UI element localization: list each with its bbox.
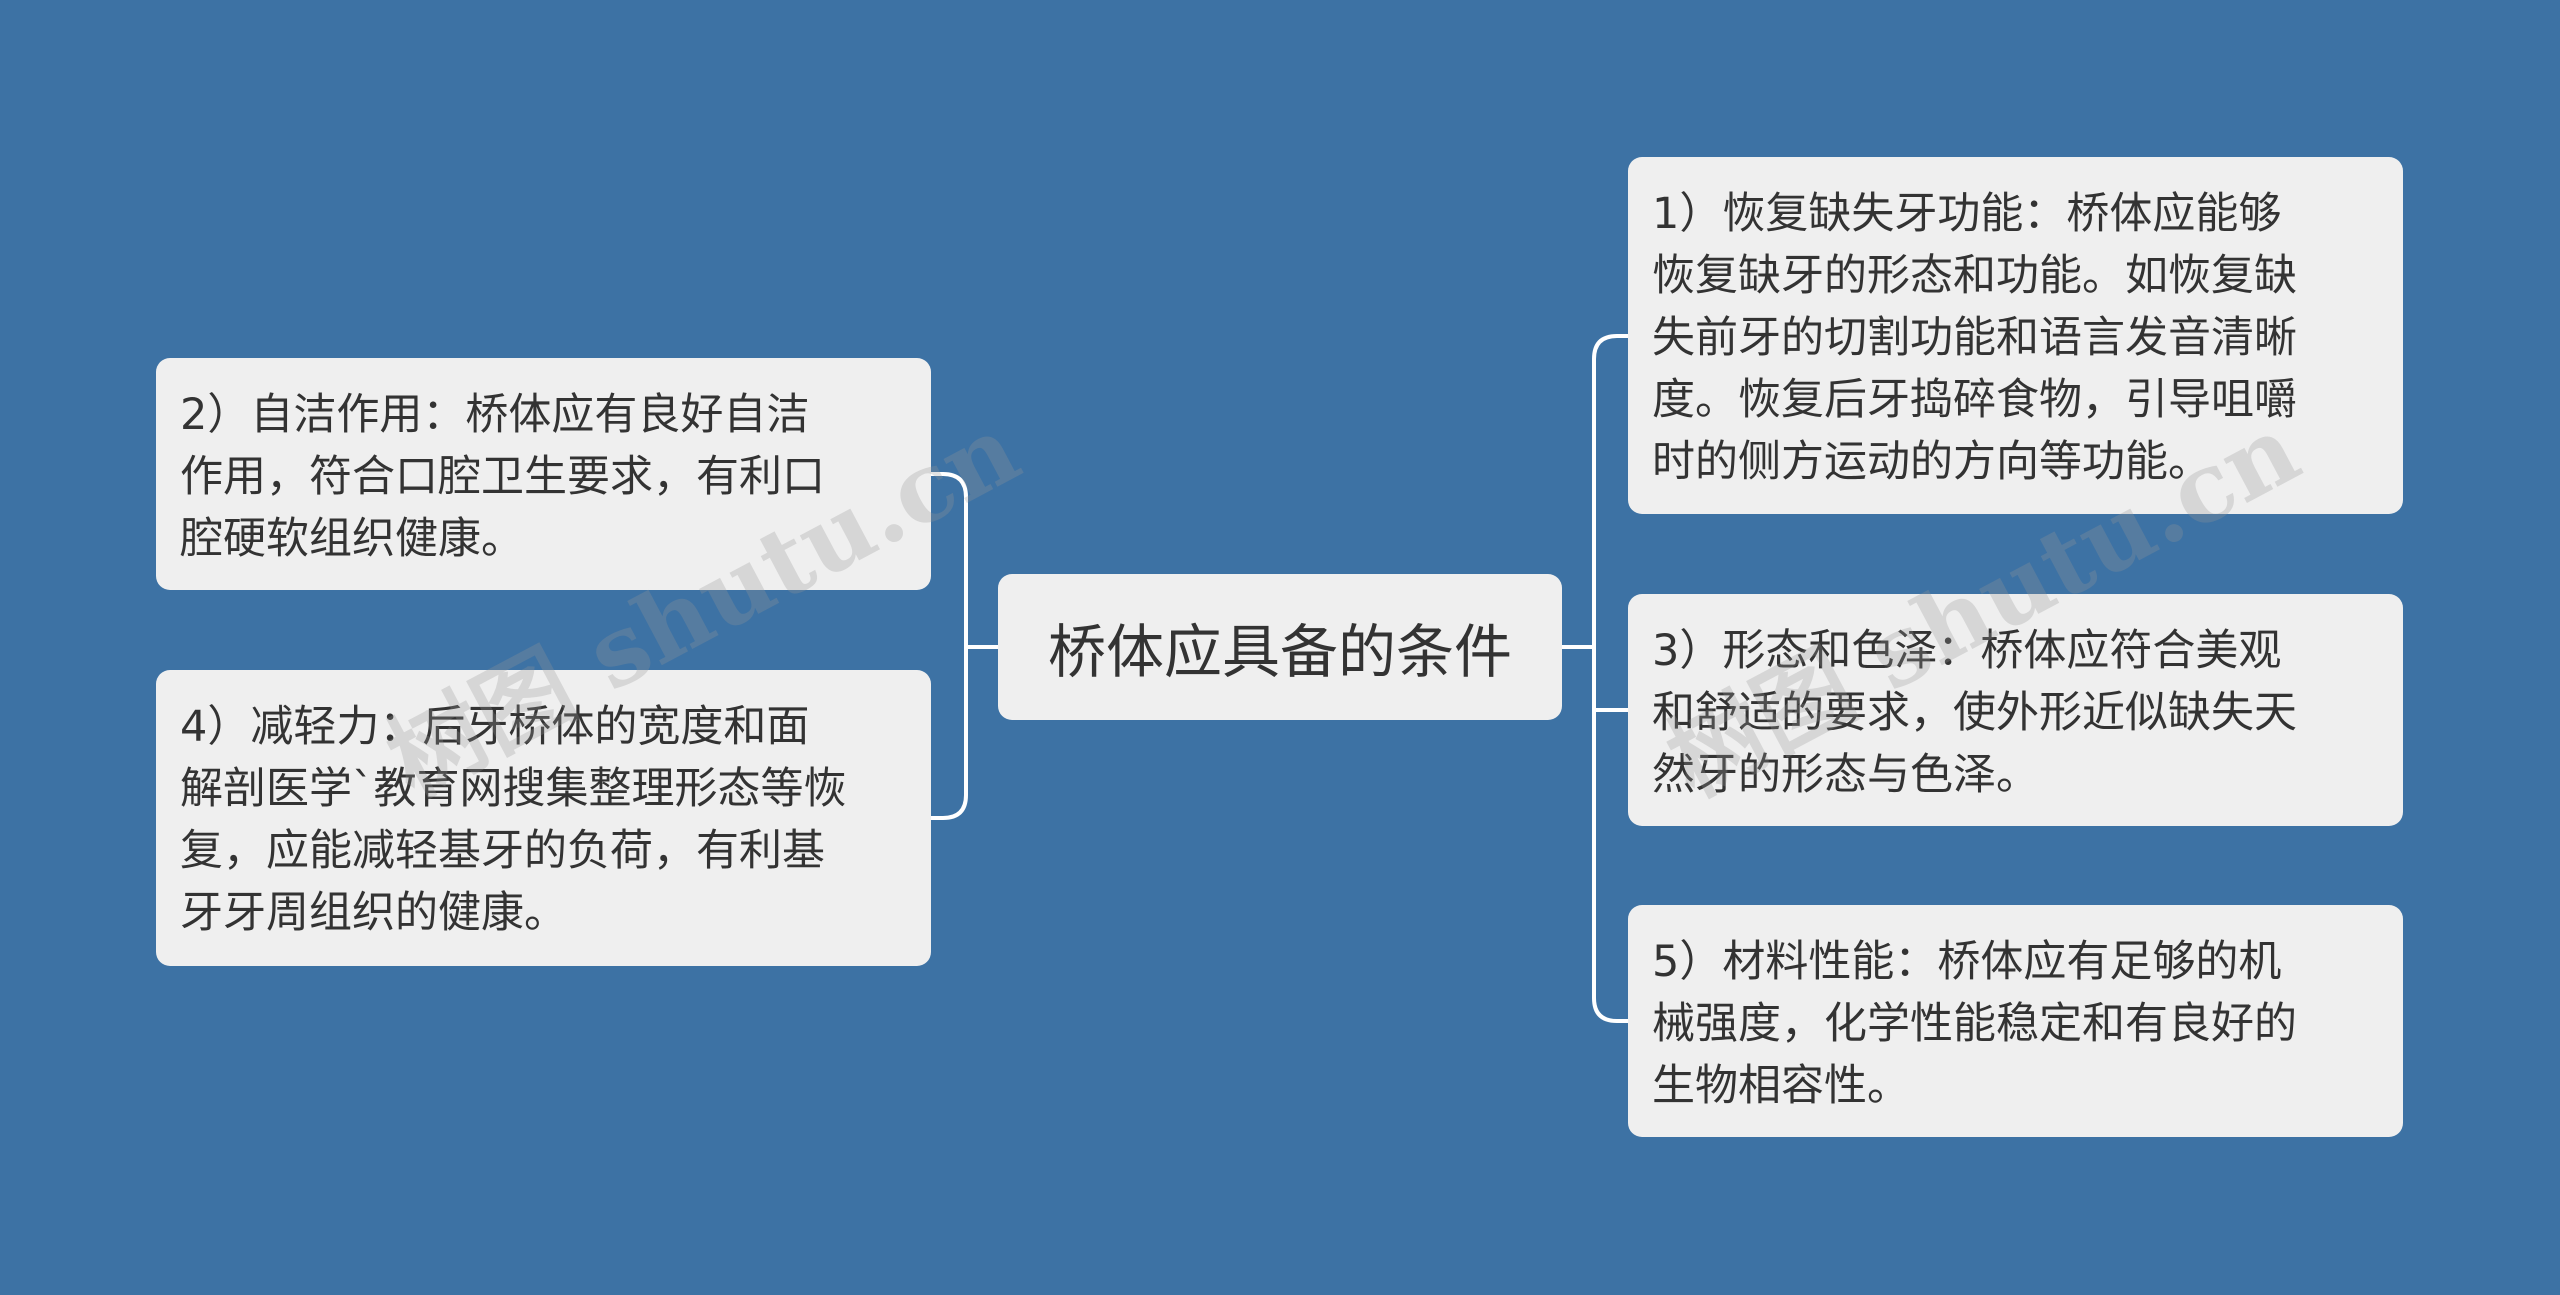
connector-left-to-node-2 — [929, 472, 968, 649]
branch-node-shape-and-color[interactable]: 3）形态和色泽：桥体应符合美观 和舒适的要求，使外形近似缺失天 然牙的形态与色泽… — [1628, 594, 2403, 826]
connector-right-to-node-1 — [1592, 334, 1630, 649]
branch-node-self-cleaning[interactable]: 2）自洁作用：桥体应有良好自洁 作用，符合口腔卫生要求，有利口 腔硬软组织健康。 — [156, 358, 931, 590]
central-topic-node[interactable]: 桥体应具备的条件 — [998, 574, 1562, 720]
branch-node-restore-function[interactable]: 1）恢复缺失牙功能：桥体应能够 恢复缺牙的形态和功能。如恢复缺 失前牙的切割功能… — [1628, 157, 2403, 514]
branch-node-force-reduction[interactable]: 4）减轻力：后牙桥体的宽度和面 解剖医学`教育网搜集整理形态等恢 复，应能减轻基… — [156, 670, 931, 966]
connector-right-to-node-3 — [1592, 645, 1630, 712]
connector-right-to-node-5 — [1592, 645, 1630, 1023]
central-topic-label: 桥体应具备的条件 — [1047, 618, 1512, 686]
branch-node-material-properties[interactable]: 5）材料性能：桥体应有足够的机 械强度，化学性能稳定和有良好的 生物相容性。 — [1628, 905, 2403, 1137]
connector-left-to-node-4 — [929, 645, 968, 820]
